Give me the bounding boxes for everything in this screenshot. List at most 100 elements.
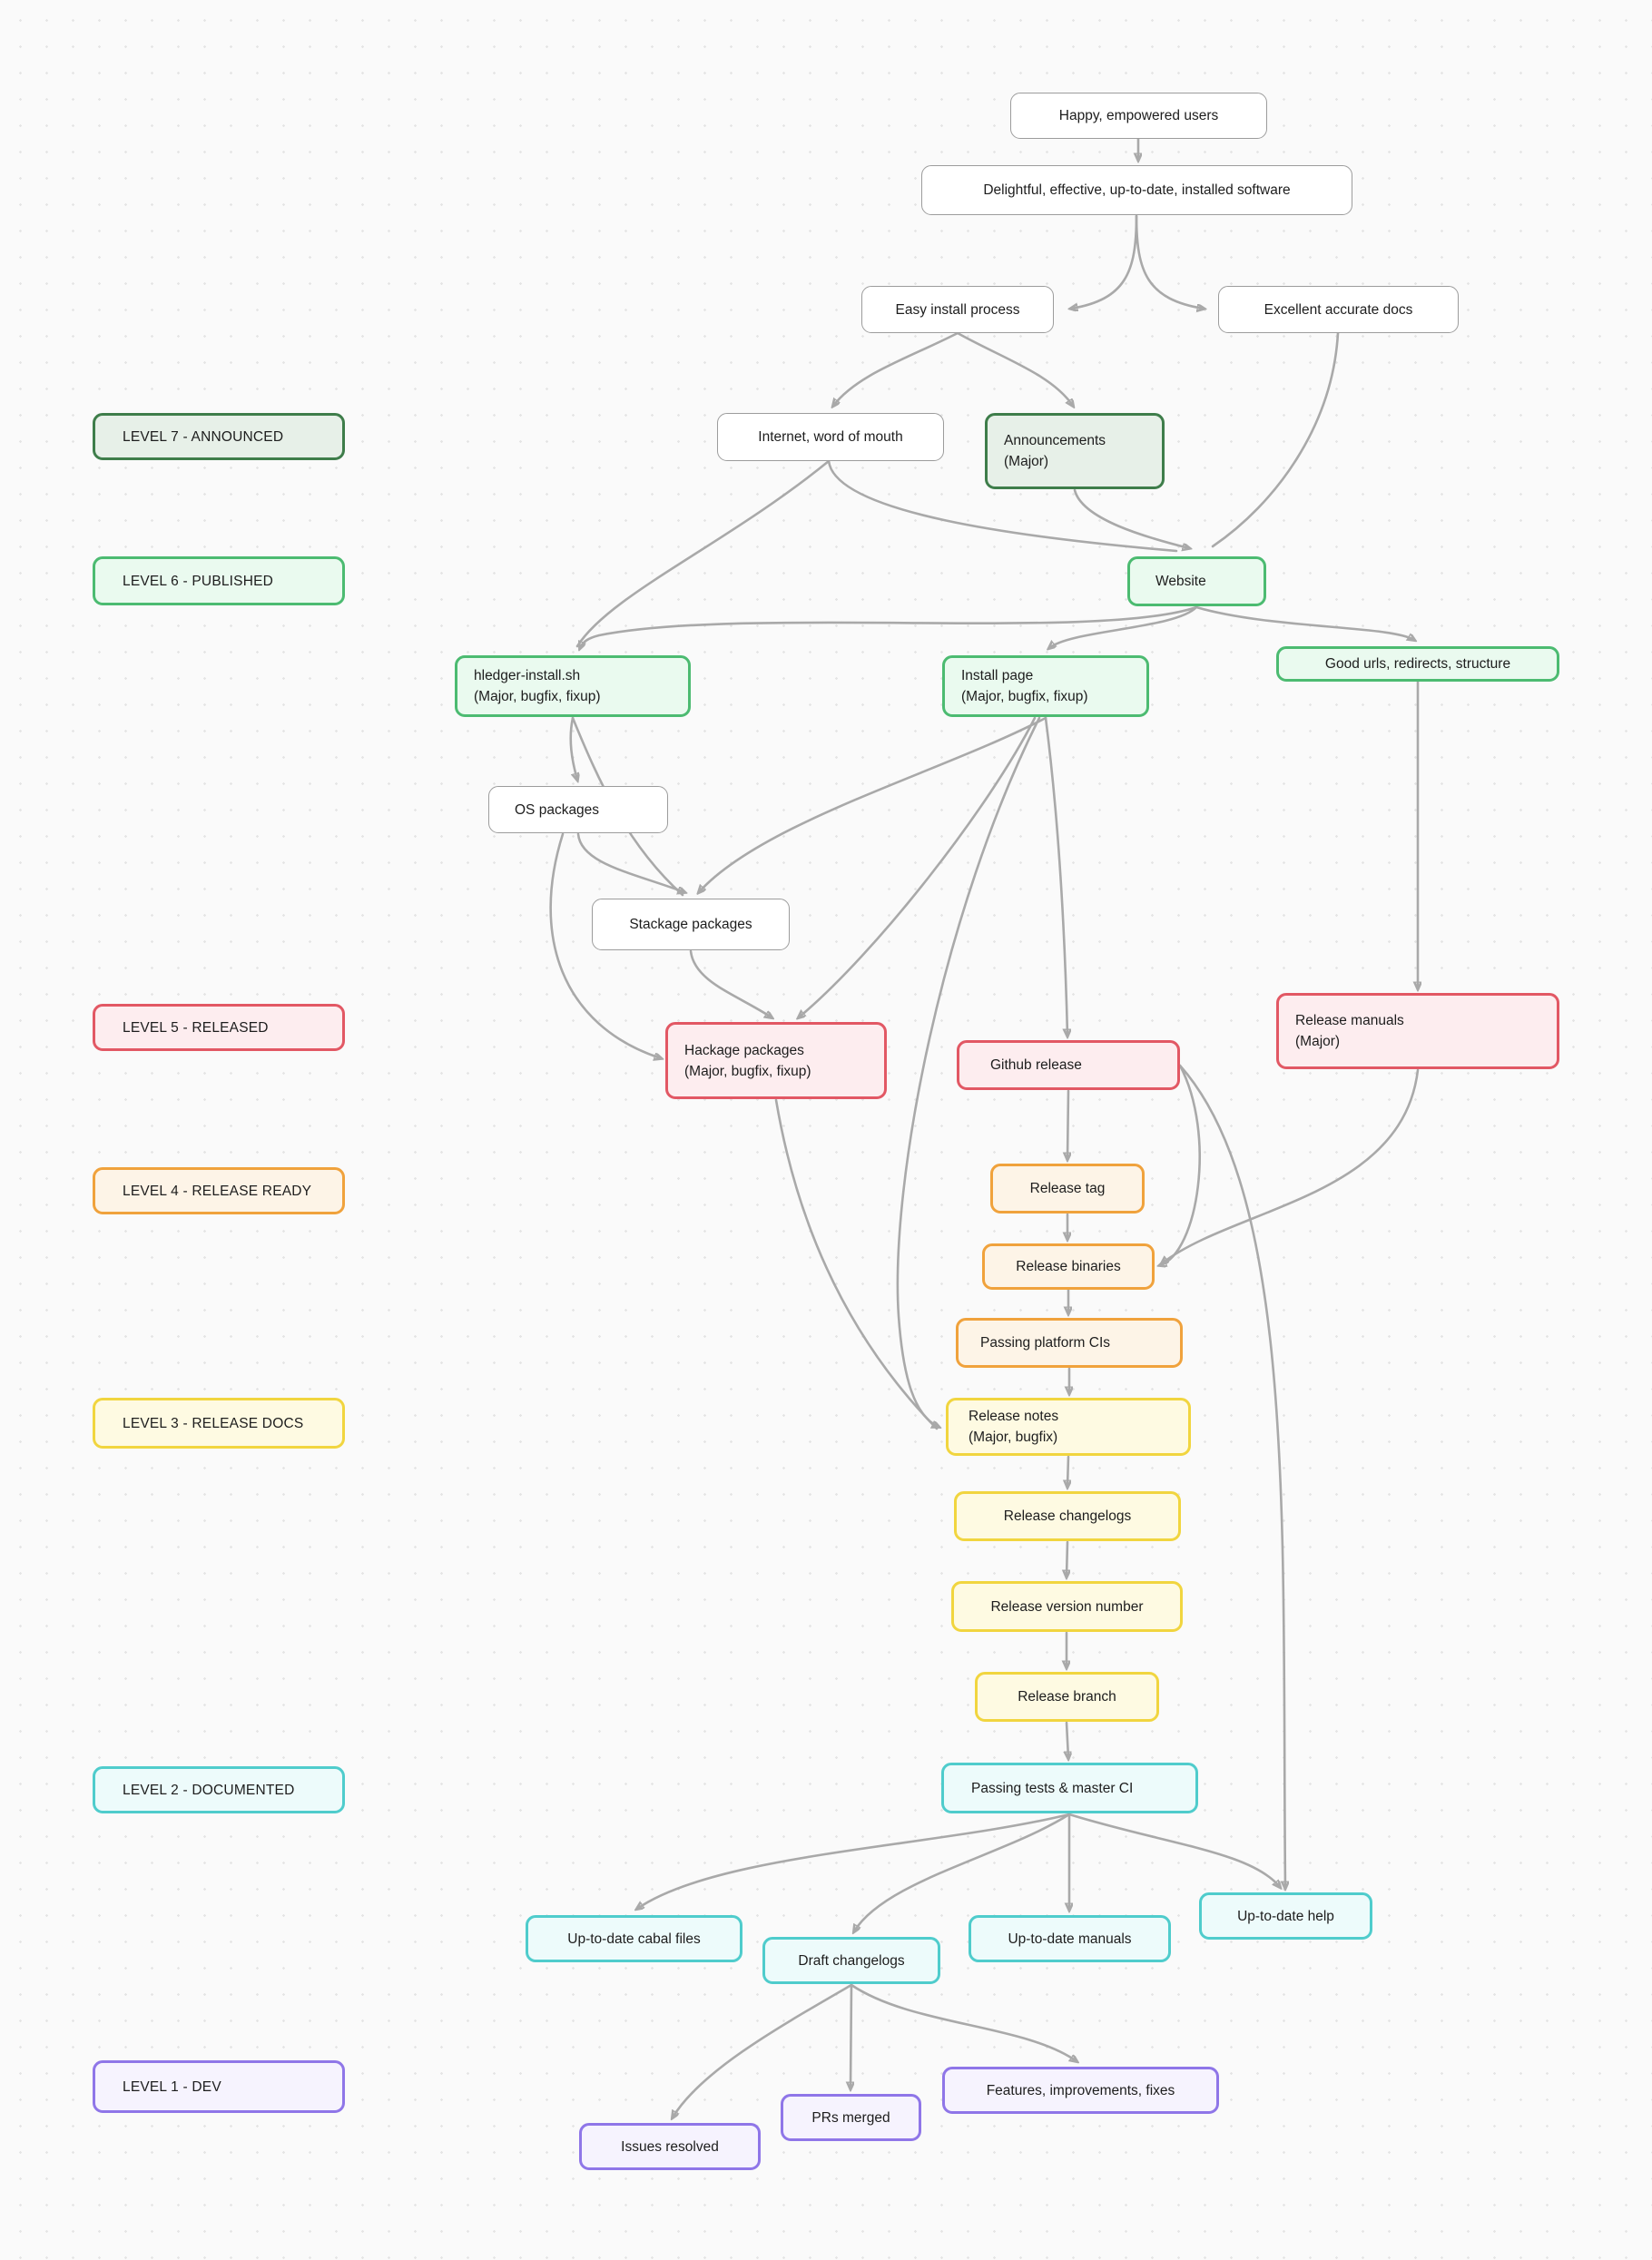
node-label: (Major, bugfix, fixup) xyxy=(474,689,601,704)
node-release-branch[interactable]: Release branch xyxy=(975,1672,1159,1722)
node-easy-install-process[interactable]: Easy install process xyxy=(861,286,1054,333)
node-label: Stackage packages xyxy=(629,917,752,932)
edge-internet-word-of-mouth-to-hledger-install-sh xyxy=(575,459,831,648)
node-passing-tests-master-ci[interactable]: Passing tests & master CI xyxy=(941,1763,1198,1813)
edge-delightful-software-to-excellent-accurate-docs xyxy=(1135,214,1204,309)
edge-passing-tests-master-ci-to-up-to-date-cabal-files xyxy=(637,1813,1071,1909)
edge-install-page-to-release-notes xyxy=(896,716,1041,1427)
node-release-notes[interactable]: Release notes(Major, bugfix) xyxy=(946,1398,1191,1456)
node-label: PRs merged xyxy=(811,2109,890,2126)
edge-hackage-packages-to-release-notes xyxy=(774,1098,939,1430)
node-excellent-accurate-docs[interactable]: Excellent accurate docs xyxy=(1218,286,1459,333)
edge-internet-word-of-mouth-to-website xyxy=(827,459,1178,553)
node-good-urls-redirects-structure[interactable]: Good urls, redirects, structure xyxy=(1276,646,1559,682)
node-prs-merged[interactable]: PRs merged xyxy=(781,2094,921,2141)
edge-github-release-to-up-to-date-help xyxy=(1178,1064,1285,1888)
edge-announcements-to-website xyxy=(1073,488,1189,548)
node-features-improvements-fixes[interactable]: Features, improvements, fixes xyxy=(942,2067,1219,2114)
node-label: Release manuals xyxy=(1295,1013,1404,1028)
edge-hledger-install-sh-to-os-packages xyxy=(569,716,577,780)
node-draft-changelogs[interactable]: Draft changelogs xyxy=(762,1937,940,1984)
node-label: Excellent accurate docs xyxy=(1264,301,1413,318)
edge-easy-install-process-to-announcements xyxy=(956,331,1073,406)
node-label: (Major) xyxy=(1004,454,1049,469)
node-label: (Major, bugfix, fixup) xyxy=(684,1063,811,1079)
node-passing-platform-cis[interactable]: Passing platform CIs xyxy=(956,1318,1183,1368)
edge-draft-changelogs-to-features-improvements-fixes xyxy=(850,1983,1077,2061)
node-website[interactable]: Website xyxy=(1127,556,1266,606)
edge-draft-changelogs-to-issues-resolved xyxy=(673,1983,853,2118)
node-label: hledger-install.sh xyxy=(474,668,581,683)
node-release-binaries[interactable]: Release binaries xyxy=(982,1243,1155,1290)
node-label: (Major) xyxy=(1295,1034,1341,1049)
edge-install-page-to-stackage-packages xyxy=(699,716,1047,892)
node-label: Internet, word of mouth xyxy=(758,429,903,445)
node-label: LEVEL 3 - RELEASE DOCS xyxy=(123,1415,304,1431)
edge-website-to-good-urls-redirects-structure xyxy=(1195,605,1414,640)
node-label: Up-to-date manuals xyxy=(1008,1931,1132,1947)
node-label: Up-to-date cabal files xyxy=(567,1931,701,1947)
node-happy-users[interactable]: Happy, empowered users xyxy=(1010,93,1267,139)
node-level-6[interactable]: LEVEL 6 - PUBLISHED xyxy=(93,556,345,605)
node-label: Features, improvements, fixes xyxy=(986,2082,1175,2098)
node-release-manuals[interactable]: Release manuals (Major) xyxy=(1276,993,1559,1069)
node-label: Up-to-date help xyxy=(1237,1908,1334,1924)
node-release-changelogs[interactable]: Release changelogs xyxy=(954,1491,1181,1541)
node-release-version-number[interactable]: Release version number xyxy=(951,1581,1183,1632)
node-label: OS packages xyxy=(515,801,600,818)
edge-install-page-to-hackage-packages xyxy=(799,716,1037,1017)
node-hackage-packages[interactable]: Hackage packages(Major, bugfix, fixup) xyxy=(665,1022,887,1099)
node-label: Draft changelogs xyxy=(798,1952,905,1969)
edge-excellent-accurate-docs-to-website xyxy=(1211,331,1340,548)
node-announcements[interactable]: Announcements (Major) xyxy=(985,413,1165,489)
node-label: Github release xyxy=(990,1057,1082,1073)
edge-install-page-to-github-release xyxy=(1044,716,1067,1036)
node-hledger-install-sh[interactable]: hledger-install.sh (Major, bugfix, fixup) xyxy=(455,655,691,717)
edge-os-packages-to-hackage-packages xyxy=(549,832,661,1058)
node-level-1[interactable]: LEVEL 1 - DEV xyxy=(93,2060,345,2113)
node-level-4[interactable]: LEVEL 4 - RELEASE READY xyxy=(93,1167,345,1214)
node-label: Release tag xyxy=(1029,1181,1106,1196)
node-label: Release changelogs xyxy=(1003,1508,1132,1524)
node-stackage-packages[interactable]: Stackage packages xyxy=(592,899,790,950)
node-up-to-date-help[interactable]: Up-to-date help xyxy=(1199,1892,1372,1940)
node-label: Install page xyxy=(961,668,1034,683)
node-install-page[interactable]: Install page (Major, bugfix, fixup) xyxy=(942,655,1149,717)
node-level-3[interactable]: LEVEL 3 - RELEASE DOCS xyxy=(93,1398,345,1449)
node-level-5[interactable]: LEVEL 5 - RELEASED xyxy=(93,1004,345,1051)
node-github-release[interactable]: Github release xyxy=(957,1040,1180,1090)
edge-passing-tests-master-ci-to-up-to-date-help xyxy=(1067,1813,1280,1887)
node-label: Passing platform CIs xyxy=(980,1335,1110,1351)
node-level-7[interactable]: LEVEL 7 - ANNOUNCED xyxy=(93,413,345,460)
node-label: Easy install process xyxy=(895,301,1020,318)
node-label: LEVEL 6 - PUBLISHED xyxy=(123,573,274,589)
edge-website-to-install-page xyxy=(1049,605,1198,648)
node-label: LEVEL 1 - DEV xyxy=(123,2078,221,2095)
node-label: Issues resolved xyxy=(621,2138,719,2155)
node-os-packages[interactable]: OS packages xyxy=(488,786,668,833)
node-label: LEVEL 2 - DOCUMENTED xyxy=(123,1782,295,1798)
node-up-to-date-cabal-files[interactable]: Up-to-date cabal files xyxy=(526,1915,742,1962)
node-issues-resolved[interactable]: Issues resolved xyxy=(579,2123,761,2170)
node-level-2[interactable]: LEVEL 2 - DOCUMENTED xyxy=(93,1766,345,1813)
node-up-to-date-manuals[interactable]: Up-to-date manuals xyxy=(969,1915,1171,1962)
node-label: Happy, empowered users xyxy=(1058,108,1219,123)
node-label: Release branch xyxy=(1018,1689,1116,1705)
node-label: (Major, bugfix) xyxy=(969,1430,1058,1445)
edge-stackage-packages-to-hackage-packages xyxy=(689,949,772,1017)
node-label: Release version number xyxy=(990,1598,1144,1615)
node-label: LEVEL 7 - ANNOUNCED xyxy=(123,428,284,445)
edge-github-release-to-release-tag xyxy=(1067,1089,1068,1159)
node-label: LEVEL 5 - RELEASED xyxy=(123,1019,269,1036)
node-label: Passing tests & master CI xyxy=(971,1780,1134,1796)
node-internet-word-of-mouth[interactable]: Internet, word of mouth xyxy=(717,413,944,461)
node-label: Delightful, effective, up-to-date, insta… xyxy=(983,182,1291,198)
edge-passing-tests-master-ci-to-draft-changelogs xyxy=(854,1813,1071,1931)
node-label: Announcements xyxy=(1004,433,1106,448)
node-delightful-software[interactable]: Delightful, effective, up-to-date, insta… xyxy=(921,165,1352,215)
edge-release-manuals-to-release-binaries xyxy=(1162,1068,1420,1263)
node-label: (Major, bugfix, fixup) xyxy=(961,689,1088,704)
node-release-tag[interactable]: Release tag xyxy=(990,1164,1145,1214)
